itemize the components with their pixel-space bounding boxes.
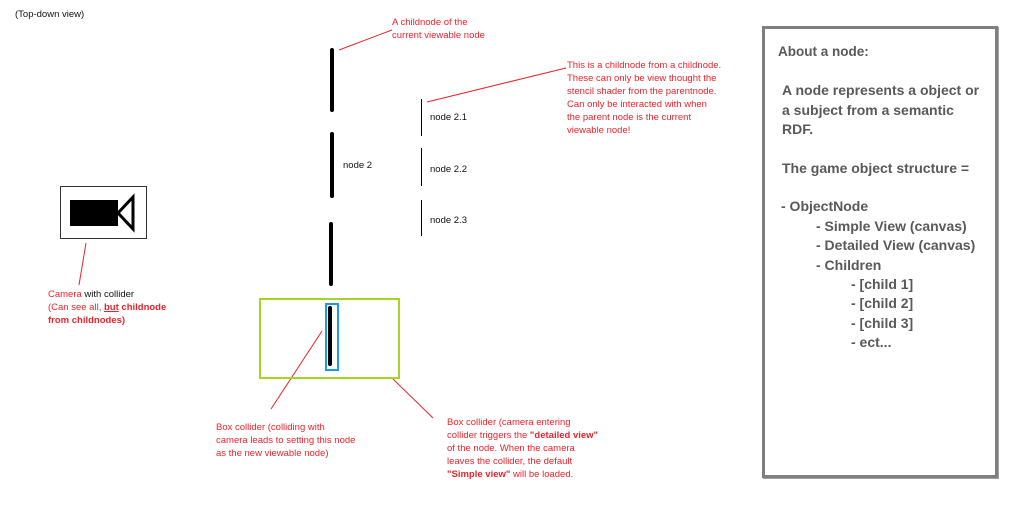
childnode-bar-node2[interactable] [330, 132, 334, 198]
annotation-line: This is a childnode from a childnode. [567, 60, 722, 71]
annotation-text: childnode [118, 302, 167, 313]
connector-camera [78, 242, 87, 286]
grandchild-annotation: This is a childnode from a childnode. Th… [567, 59, 721, 137]
node-2-3-label: node 2.3 [430, 215, 467, 226]
info-description-line: A node represents a object or [782, 82, 980, 98]
camera-box[interactable] [60, 186, 147, 239]
annotation-line: camera leads to setting this node [216, 435, 356, 446]
annotation-line: stencil shader from the parentnode. [567, 86, 717, 97]
selected-node-highlight[interactable] [325, 303, 339, 371]
annotation-line: Box collider (camera entering [447, 417, 571, 428]
camera-collider-text: with collider [81, 289, 135, 300]
annotation-underlined: but [103, 302, 119, 313]
annotation-line: from childnodes) [48, 315, 126, 326]
annotation-text: collider triggers the [447, 430, 530, 441]
box-collider-right-annotation: Box collider (camera entering collider t… [447, 416, 598, 481]
annotation-line: These can only be view thought the [567, 73, 717, 84]
info-description-line: RDF. [782, 121, 814, 137]
current-viewable-node-bar[interactable] [328, 306, 332, 366]
annotation-line: Can only be interacted with when [567, 99, 707, 110]
grandchild-bar-2-2 [421, 148, 422, 186]
structure-item: - Simple View (canvas) [816, 218, 967, 234]
structure-item: - ObjectNode [781, 198, 869, 214]
structure-item: - [child 2] [851, 295, 914, 311]
annotation-text: will be loaded. [510, 469, 574, 480]
annotation-line: current viewable node [392, 30, 485, 41]
view-label: (Top-down view) [15, 9, 85, 20]
grandchild-bar-2-1 [421, 99, 422, 136]
connector-box-collider-right [392, 378, 434, 419]
info-title: About a node: [778, 44, 869, 59]
annotation-line: of the node. When the camera [447, 443, 575, 454]
video-camera-icon [70, 193, 135, 233]
structure-heading: The game object structure = [782, 160, 970, 176]
annotation-bold: "Simple view" [447, 469, 511, 480]
childnode-annotation: A childnode of the current viewable node [392, 16, 485, 42]
annotation-line: A childnode of the [392, 17, 468, 28]
structure-item: - [child 1] [851, 276, 914, 292]
connector-grandchild [426, 67, 567, 103]
grandchild-bar-2-3 [421, 200, 422, 236]
structure-item: - Children [816, 257, 882, 273]
annotation-text: (Can see all, [48, 302, 104, 313]
annotation-line: Box collider (colliding with [216, 422, 325, 433]
camera-annotation: Camera with collider (Can see all, but c… [48, 288, 166, 327]
structure-item: - ect... [851, 334, 892, 350]
camera-title: Camera [48, 289, 82, 300]
node2-label: node 2 [343, 160, 373, 171]
box-collider[interactable] [259, 298, 400, 379]
node-2-2-label: node 2.2 [430, 164, 467, 175]
childnode-bar-1[interactable] [330, 48, 334, 112]
annotation-bold: "detailed view" [529, 430, 599, 441]
box-collider-left-annotation: Box collider (colliding with camera lead… [216, 421, 355, 460]
annotation-line: leaves the collider, the default [447, 456, 573, 467]
childnode-bar-3[interactable] [329, 222, 333, 286]
connector-childnode [338, 29, 393, 51]
annotation-line: the parent node is the current [567, 112, 692, 123]
annotation-line: as the new viewable node) [216, 448, 329, 459]
info-description-line: a subject from a semantic [782, 102, 954, 118]
structure-item: - Detailed View (canvas) [816, 237, 976, 253]
annotation-line: viewable node! [567, 125, 631, 136]
info-box: About a node: A node represents a object… [762, 26, 998, 478]
node-2-1-label: node 2.1 [430, 112, 467, 123]
structure-item: - [child 3] [851, 315, 914, 331]
